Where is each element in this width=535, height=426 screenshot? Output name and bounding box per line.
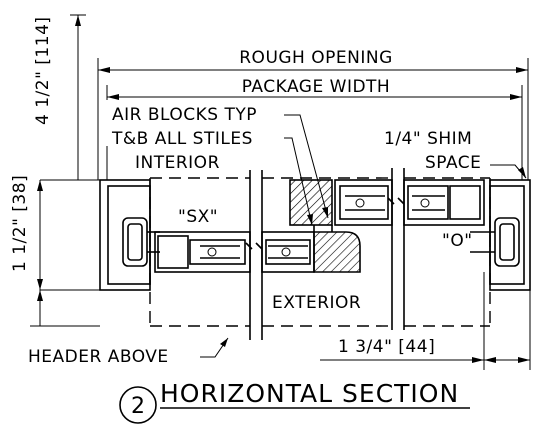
right-jamb: [470, 179, 531, 291]
rough-opening-dimension: ROUGH OPENING: [97, 45, 529, 180]
leaders: [200, 114, 527, 358]
panel-offset-dimension: 1 3/4" [44]: [320, 272, 531, 370]
shim-space-label-line2: SPACE: [425, 153, 481, 173]
header-above-label: HEADER ABOVE: [28, 347, 169, 367]
interior-label: INTERIOR: [135, 153, 220, 173]
sx-panel: [154, 231, 315, 273]
section-title-text: HORIZONTAL SECTION: [160, 379, 459, 408]
o-panel: [334, 179, 485, 226]
package-width-dimension: PACKAGE WIDTH: [106, 75, 523, 180]
exterior-label: EXTERIOR: [272, 293, 361, 313]
rough-opening-label: ROUGH OPENING: [239, 48, 393, 68]
air-blocks-label-line1: AIR BLOCKS TYP: [112, 105, 257, 125]
panel-o-label: "O": [442, 231, 473, 251]
panel-sx-label: "SX": [178, 207, 218, 227]
top-offset-dimension: 4 1/2" [114]: [33, 14, 86, 180]
shim-space-label-line1: 1/4" SHIM: [384, 129, 472, 149]
section-number: 2: [131, 394, 145, 419]
panel-offset-label: 1 3/4" [44]: [338, 337, 435, 357]
package-width-label: PACKAGE WIDTH: [242, 77, 390, 97]
left-jamb: [99, 179, 160, 291]
air-blocks-label-line2: T&B ALL STILES: [111, 129, 253, 149]
top-offset-label: 4 1/2" [114]: [33, 16, 53, 125]
section-title: 2 HORIZONTAL SECTION: [119, 379, 470, 424]
frame-depth-dimension: 1 1/2" [38]: [10, 175, 100, 327]
frame-depth-label: 1 1/2" [38]: [10, 175, 30, 272]
